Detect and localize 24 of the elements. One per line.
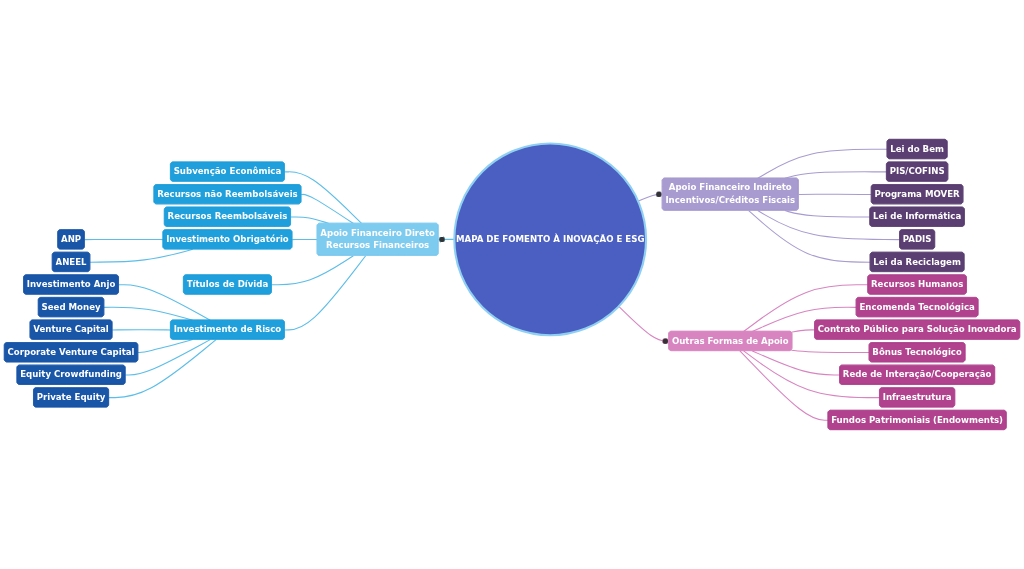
connector — [751, 350, 841, 376]
connector — [790, 349, 870, 354]
connector — [748, 210, 871, 263]
connector — [124, 339, 211, 376]
connector — [284, 255, 367, 331]
connector — [790, 329, 816, 333]
connector — [108, 339, 217, 399]
connector — [437, 236, 455, 243]
connector — [743, 350, 881, 399]
connector — [300, 193, 354, 225]
connector — [84, 238, 164, 241]
connector — [739, 350, 829, 421]
connector — [798, 193, 873, 195]
connector — [637, 191, 663, 202]
node-circle: MAPA DE FOMENTO À INOVAÇÃO E ESG — [453, 142, 648, 337]
connector — [618, 305, 670, 345]
connector — [751, 306, 857, 333]
connector — [284, 171, 363, 225]
connector — [111, 329, 172, 331]
connector — [743, 284, 869, 333]
connector — [271, 255, 354, 286]
connector — [291, 238, 318, 241]
connector — [757, 148, 888, 179]
connector — [757, 210, 901, 241]
